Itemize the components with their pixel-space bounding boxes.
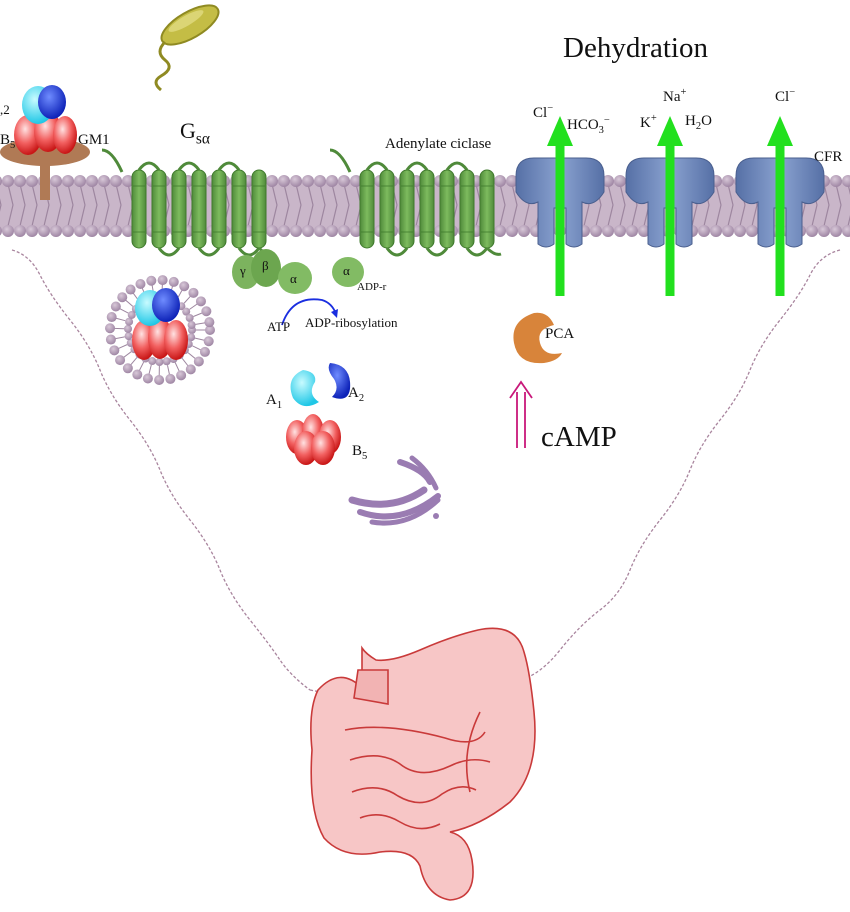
edge-b5-label: B5 xyxy=(0,133,15,152)
cl-label-2: Cl− xyxy=(775,87,796,105)
alpha-label-2: α xyxy=(343,263,350,278)
a2-text: A xyxy=(348,385,359,401)
hco3-text: HCO xyxy=(567,117,599,133)
cl2-text: Cl xyxy=(775,89,790,105)
k-text: K xyxy=(640,115,651,131)
a1-sub: 1 xyxy=(276,400,283,411)
cfr-label: CFR xyxy=(814,149,843,165)
b5-label: B5 xyxy=(352,444,367,463)
cl1-text: Cl xyxy=(533,105,548,121)
golgi-icon xyxy=(348,455,441,526)
bacterium-icon xyxy=(154,4,220,92)
zoom-outline-right xyxy=(469,249,841,701)
h2o-o: O xyxy=(701,113,712,129)
a2-sub: 2 xyxy=(358,393,365,404)
cftr-channels xyxy=(515,116,825,296)
gm1-receptor-toxin xyxy=(0,85,90,200)
pca-icon xyxy=(513,312,562,364)
adpr-label: ADP-r xyxy=(357,281,387,293)
gs-receptor xyxy=(101,148,274,257)
zoom-outline-left xyxy=(11,249,311,691)
adp-ribosylation-label: ADP-ribosylation xyxy=(305,315,398,330)
h2o-sub: 2 xyxy=(695,121,702,132)
cl2-sup: − xyxy=(789,87,796,98)
adenylate-label: Adenylate ciclase xyxy=(385,136,492,152)
gamma-label: γ xyxy=(240,263,246,278)
k-sup: + xyxy=(650,113,657,124)
hco3-sub: 3 xyxy=(598,125,604,136)
camp-label: cAMP xyxy=(541,421,617,453)
cl-label-1: Cl− xyxy=(533,103,554,121)
edge-b-sub: 5 xyxy=(10,140,16,151)
intestine-icon xyxy=(310,627,536,901)
b5-text: B xyxy=(352,443,363,459)
k-label: K+ xyxy=(640,113,657,131)
edge-a-label: ,2 xyxy=(0,102,10,117)
gsa-label: Gsα xyxy=(180,120,210,147)
toxin-vesicle xyxy=(105,275,215,385)
gsa-subscript: sα xyxy=(195,130,210,148)
g-protein-subunits xyxy=(232,249,364,294)
beta-label: β xyxy=(262,258,269,273)
h2o-label: H2O xyxy=(685,114,712,133)
na-sup: + xyxy=(680,87,687,98)
edge-b-letter: B xyxy=(0,132,11,148)
toxin-b5-pentamer xyxy=(286,414,341,465)
h2o-h: H xyxy=(685,113,696,129)
toxin-a1-a2 xyxy=(290,363,351,407)
hco3-label: HCO3− xyxy=(567,115,610,137)
adenylate-cyclase xyxy=(329,148,502,257)
b5-sub: 5 xyxy=(362,451,368,462)
pca-label: PCA xyxy=(545,326,575,342)
cl1-sup: − xyxy=(547,103,554,114)
na-text: Na xyxy=(663,89,681,105)
atp-arrow xyxy=(281,298,337,326)
a1-label: A1 xyxy=(266,393,282,412)
dehydration-label: Dehydration xyxy=(563,32,708,64)
atp-label: ATP xyxy=(267,319,291,334)
camp-arrow-icon xyxy=(509,380,533,448)
alpha-label-1: α xyxy=(290,271,297,286)
a1-text: A xyxy=(266,392,277,408)
gm1-label: GM1 xyxy=(78,132,110,148)
gsa-letter: G xyxy=(180,118,196,143)
a2-label: A2 xyxy=(348,386,364,405)
na-label: Na+ xyxy=(663,87,687,105)
hco3-sup: − xyxy=(603,115,610,126)
